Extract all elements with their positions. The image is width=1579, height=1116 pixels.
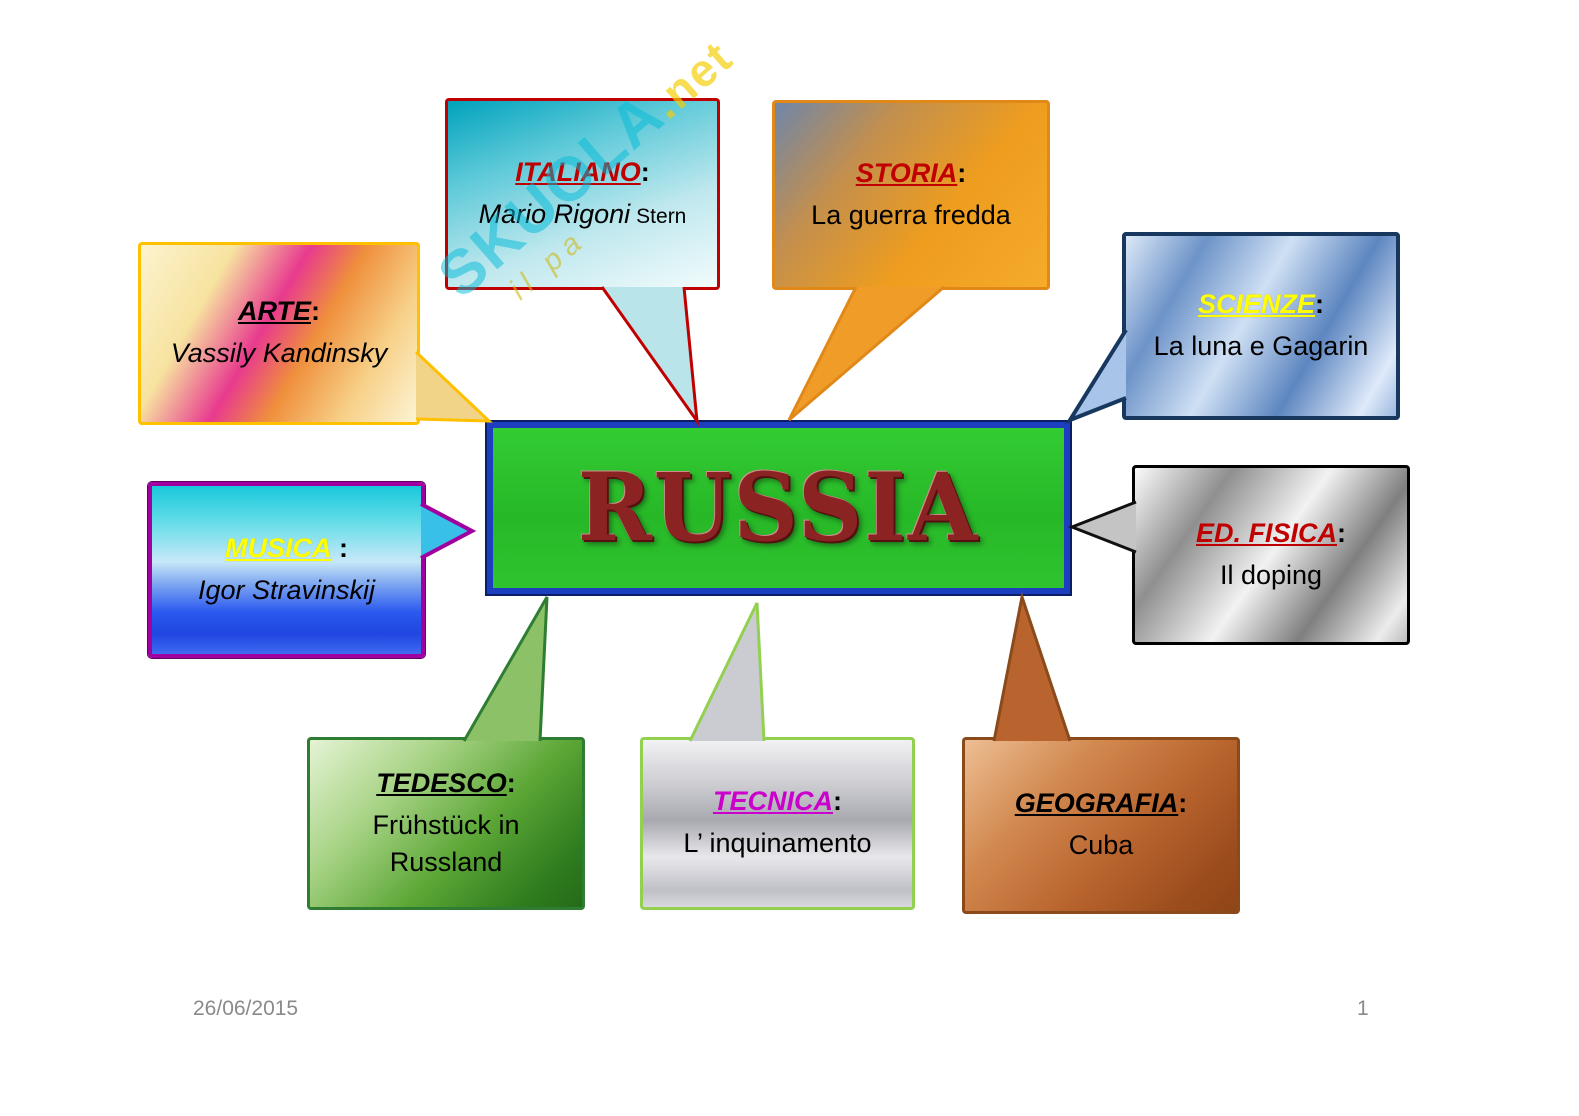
node-body: L’ inquinamento — [683, 828, 872, 859]
node-geografia: GEOGRAFIA: Cuba — [962, 737, 1240, 914]
node-title-line: ARTE: — [238, 295, 320, 327]
node-body: Frühstück in Russland — [372, 810, 520, 877]
node-title: TEDESCO — [376, 767, 507, 798]
node-title: GEOGRAFIA — [1014, 788, 1179, 819]
node-title-line: TEDESCO: — [376, 767, 516, 799]
node-body: Cuba — [1068, 830, 1134, 861]
node-title-line: TECNICA: — [713, 785, 842, 817]
node-title-line: ITALIANO: — [515, 156, 649, 188]
node-title-line: GEOGRAFIA: — [1015, 787, 1188, 819]
node-title: TECNICA — [713, 786, 833, 817]
tail-scienze — [1065, 328, 1128, 425]
node-colon: : — [1178, 788, 1188, 819]
node-body: Vassily Kandinsky — [170, 338, 388, 369]
node-title-line: ED. FISICA: — [1196, 517, 1346, 549]
node-title: MUSICA — [225, 532, 332, 563]
node-title: SCIENZE — [1197, 288, 1316, 319]
node-title-line: SCIENZE: — [1198, 288, 1324, 320]
node-colon: : — [311, 296, 320, 327]
node-colon: : — [640, 156, 650, 187]
node-title-line: STORIA: — [856, 157, 967, 189]
node-title: STORIA — [855, 157, 958, 188]
node-colon: : — [833, 786, 842, 817]
node-colon: : — [331, 532, 348, 563]
node-tecnica: TECNICA: L’ inquinamento — [640, 737, 915, 910]
node-arte: ARTE: Vassily Kandinsky — [138, 242, 420, 425]
center-topic-box: RUSSIA — [487, 422, 1070, 594]
node-musica: MUSICA : Igor Stravinskij — [148, 482, 425, 658]
tail-tecnica — [688, 602, 766, 742]
center-topic-label: RUSSIA — [577, 453, 980, 563]
tail-tedesco — [462, 596, 549, 742]
node-colon: : — [957, 157, 967, 188]
node-body-sub: Stern — [636, 204, 687, 228]
node-storia: STORIA: La guerra fredda — [772, 100, 1050, 290]
node-body-main: Mario Rigoni — [478, 198, 631, 229]
tail-italiano — [600, 286, 700, 427]
node-ed-fisica: ED. FISICA: Il doping — [1132, 465, 1410, 645]
node-title: ED. FISICA — [1195, 517, 1337, 548]
node-title: ARTE — [237, 296, 311, 327]
node-colon: : — [1337, 517, 1346, 548]
tail-arte — [414, 350, 493, 423]
node-body: Igor Stravinskij — [197, 574, 376, 605]
node-title-line: MUSICA : — [225, 532, 348, 564]
node-scienze: SCIENZE: La luna e Gagarin — [1122, 232, 1400, 420]
tail-musica — [420, 502, 477, 560]
slide-date: 26/06/2015 — [193, 997, 299, 1020]
node-body: La guerra fredda — [811, 199, 1011, 230]
tail-geografia — [992, 591, 1072, 742]
tail-storia — [787, 285, 945, 422]
node-title: ITALIANO — [515, 156, 641, 187]
node-body: La luna e Gagarin — [1153, 330, 1369, 361]
node-colon: : — [506, 767, 516, 798]
node-tedesco: TEDESCO: Frühstück in Russland — [307, 737, 585, 910]
node-body: Il doping — [1219, 559, 1323, 590]
slide-page-number: 1 — [1357, 997, 1369, 1020]
tail-ed-fisica — [1067, 500, 1137, 554]
node-colon: : — [1315, 288, 1325, 319]
